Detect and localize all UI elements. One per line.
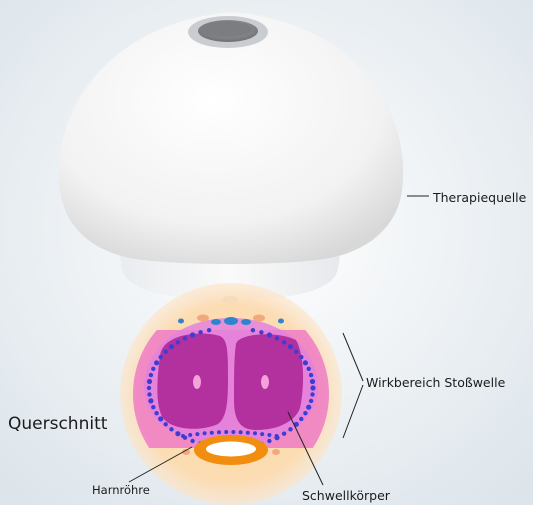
vessel-dot bbox=[176, 340, 180, 344]
vessel-dot bbox=[288, 344, 293, 349]
vessel-dot bbox=[282, 340, 286, 344]
vessel-dot bbox=[149, 373, 153, 377]
vessel-dot bbox=[303, 411, 307, 415]
dorsal-vein bbox=[224, 317, 238, 325]
vessel-dot bbox=[267, 433, 271, 437]
vessel-dot bbox=[198, 330, 202, 334]
vessel-dot bbox=[224, 430, 228, 434]
vessel-dot bbox=[190, 439, 194, 443]
vessel-dot bbox=[147, 386, 151, 390]
vessel-dot bbox=[159, 355, 163, 359]
dorsal-vessel bbox=[211, 319, 221, 325]
vessel-dot bbox=[154, 411, 158, 415]
vessel-dot bbox=[190, 332, 195, 337]
vessel-dot bbox=[158, 416, 163, 421]
vessel-dot bbox=[310, 392, 314, 396]
vessel-dot bbox=[275, 336, 279, 340]
vessel-dot bbox=[169, 344, 174, 349]
vessel-dot bbox=[303, 360, 308, 365]
vessel-dot bbox=[246, 431, 250, 435]
therapy-source-label: Therapiequelle bbox=[433, 190, 526, 205]
vessel-dot bbox=[251, 328, 255, 332]
dorsal-vessel bbox=[241, 319, 251, 325]
vessel-dot bbox=[253, 431, 257, 435]
vessel-dot bbox=[267, 439, 271, 443]
vessel-dot bbox=[151, 405, 155, 409]
vessel-dot bbox=[164, 350, 168, 354]
dorsal-vessel bbox=[178, 319, 184, 324]
corpus-cavernosum-left bbox=[157, 333, 228, 428]
dorsal-nerve bbox=[197, 315, 209, 322]
effect-zone-label: Wirkbereich Stoßwelle bbox=[366, 375, 505, 390]
vessel-dot bbox=[147, 392, 151, 396]
urethra-lumen bbox=[206, 442, 256, 457]
vessel-dot bbox=[309, 399, 313, 403]
central-artery-right bbox=[261, 375, 269, 389]
vessel-dot bbox=[207, 328, 211, 332]
central-artery-left bbox=[193, 375, 201, 389]
vessel-dot bbox=[259, 330, 263, 334]
vessel-dot bbox=[188, 433, 192, 437]
vessel-dot bbox=[307, 367, 311, 371]
vessel-dot bbox=[288, 427, 292, 431]
vessel-dot bbox=[154, 360, 159, 365]
vessel-dot bbox=[164, 422, 168, 426]
vessel-dot bbox=[203, 431, 207, 435]
cross-section bbox=[120, 283, 342, 505]
vessel-dot bbox=[282, 432, 286, 436]
vessel-dot bbox=[147, 379, 152, 384]
vessel-dot bbox=[210, 431, 214, 435]
vessel-dot bbox=[231, 430, 235, 434]
vessel-dot bbox=[169, 427, 173, 431]
vessel-dot bbox=[195, 432, 199, 436]
vessel-dot bbox=[275, 434, 279, 438]
vessel-dot bbox=[217, 430, 221, 434]
vessel-dot bbox=[299, 355, 303, 359]
lens-inner bbox=[200, 21, 252, 37]
dorsal-vessel bbox=[278, 319, 284, 324]
vessel-dot bbox=[309, 373, 313, 377]
vessel-dot bbox=[239, 430, 243, 434]
vessel-dot bbox=[175, 431, 180, 436]
vessel-dot bbox=[267, 332, 272, 337]
vessel-dot bbox=[310, 379, 315, 384]
urethra-label: Harnröhre bbox=[92, 483, 150, 497]
corpora-cavernosa-label: Schwellkörper bbox=[302, 488, 390, 503]
vessel-dot bbox=[151, 367, 155, 371]
vessel-dot bbox=[306, 405, 311, 410]
vessel-dot bbox=[148, 398, 153, 403]
vessel-dot bbox=[183, 336, 187, 340]
urethra-side-vessel bbox=[272, 449, 280, 455]
vessel-dot bbox=[294, 350, 298, 354]
vessel-dot bbox=[181, 434, 185, 438]
cross-section-label: Querschnitt bbox=[8, 414, 107, 434]
vessel-dot bbox=[299, 417, 303, 421]
vessel-dot bbox=[260, 432, 264, 436]
vessel-dot bbox=[310, 385, 315, 390]
dorsal-nerve bbox=[253, 315, 265, 322]
